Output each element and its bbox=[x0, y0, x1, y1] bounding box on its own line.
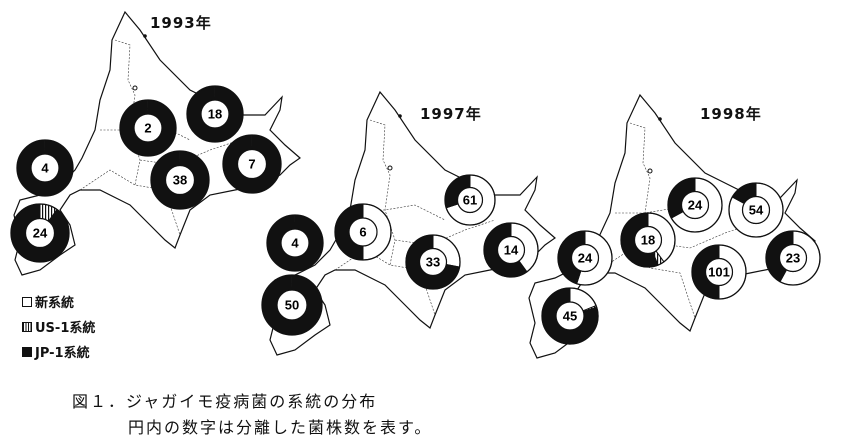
donut-outer-ring bbox=[667, 177, 723, 233]
donut-count-label: 24 bbox=[33, 226, 48, 241]
year-label-1997: 1997年 bbox=[420, 105, 482, 123]
donut-count-label: 7 bbox=[248, 157, 255, 172]
donut-count-label: 24 bbox=[578, 251, 593, 266]
donut-site: 61 bbox=[444, 174, 496, 226]
donut-segment-jp1 bbox=[16, 140, 74, 196]
donut-segment-jp1 bbox=[119, 100, 177, 156]
donut-outer-ring bbox=[10, 203, 70, 263]
donut-site: 18 bbox=[186, 85, 244, 143]
donut-outer-ring bbox=[222, 134, 282, 194]
donut-count-label: 2 bbox=[144, 121, 151, 136]
donut-count-label: 23 bbox=[786, 251, 800, 266]
donut-outer-ring bbox=[620, 212, 676, 268]
donut-segment-jp1 bbox=[222, 135, 282, 193]
donut-segment-jp1 bbox=[187, 86, 244, 143]
donut-count-label: 14 bbox=[504, 243, 519, 258]
donut-outer-ring bbox=[728, 182, 784, 238]
donut-inner-ring bbox=[164, 164, 196, 196]
legend-item-jp1: JP-1系統 bbox=[22, 342, 90, 361]
donut-inner-ring bbox=[741, 195, 771, 225]
donut-count-label: 61 bbox=[463, 193, 477, 208]
legend-label-us1: US-1系統 bbox=[35, 321, 96, 336]
donut-site: 45 bbox=[541, 287, 599, 345]
donut-inner-ring bbox=[236, 148, 268, 180]
donut-inner-ring bbox=[704, 257, 734, 287]
donut-inner-ring bbox=[456, 186, 484, 214]
donut-count-label: 45 bbox=[563, 309, 577, 324]
donut-segment-jp1 bbox=[267, 215, 324, 271]
donut-site: 24 bbox=[10, 203, 70, 263]
donut-site: 6 bbox=[334, 203, 392, 261]
donut-site: 14 bbox=[483, 222, 539, 278]
donut-count-label: 18 bbox=[641, 233, 655, 248]
donut-inner-ring bbox=[30, 153, 60, 183]
donut-outer-ring bbox=[691, 244, 747, 300]
donut-site: 4 bbox=[266, 214, 324, 272]
donut-site: 24 bbox=[667, 177, 723, 233]
year-label-1993: 1993年 bbox=[150, 14, 212, 32]
legend-swatch-jp1 bbox=[22, 346, 32, 357]
donut-outer-ring bbox=[405, 234, 461, 290]
donut-site: 50 bbox=[261, 274, 323, 336]
figure-caption-title: 図１．ジャガイモ疫病菌の系統の分布 bbox=[72, 392, 378, 411]
donut-outer-ring bbox=[483, 222, 539, 278]
legend-label-new: 新系統 bbox=[35, 296, 75, 311]
donut-site: 2 bbox=[119, 99, 177, 157]
donut-inner-ring bbox=[680, 190, 710, 220]
donut-inner-ring bbox=[570, 243, 600, 273]
donut-outer-ring bbox=[557, 230, 613, 286]
year-label-1998: 1998年 bbox=[700, 105, 762, 123]
donut-inner-ring bbox=[496, 235, 526, 265]
donut-inner-ring bbox=[778, 243, 808, 273]
donut-outer-ring bbox=[444, 174, 496, 226]
donut-count-label: 50 bbox=[285, 298, 299, 313]
donut-site: 24 bbox=[557, 230, 613, 286]
figure-caption-note: 円内の数字は分離した菌株数を表す。 bbox=[128, 418, 433, 437]
donut-site: 7 bbox=[222, 134, 282, 194]
donut-inner-ring bbox=[633, 225, 663, 255]
donut-outer-ring bbox=[150, 150, 210, 210]
legend-label-jp1: JP-1系統 bbox=[35, 346, 90, 361]
donut-inner-ring bbox=[555, 301, 585, 331]
donut-site: 4 bbox=[16, 139, 74, 197]
donut-inner-ring bbox=[200, 99, 230, 129]
donut-segment-jp1 bbox=[151, 151, 210, 209]
donut-inner-ring bbox=[418, 247, 448, 277]
donut-inner-ring bbox=[133, 113, 163, 143]
donut-site: 101 bbox=[691, 244, 747, 300]
donut-count-label: 4 bbox=[41, 161, 49, 176]
donut-outer-ring bbox=[119, 99, 177, 157]
legend-swatch-us1 bbox=[22, 321, 32, 332]
donut-count-label: 6 bbox=[359, 225, 366, 240]
donut-outer-ring bbox=[16, 139, 74, 197]
donut-inner-ring bbox=[348, 217, 378, 247]
donut-site: 54 bbox=[728, 182, 784, 238]
donut-count-label: 54 bbox=[749, 203, 764, 218]
donut-count-label: 18 bbox=[208, 107, 222, 122]
donut-outer-ring bbox=[186, 85, 244, 143]
donut-inner-ring bbox=[24, 217, 56, 249]
donut-outer-ring bbox=[765, 230, 821, 286]
donut-site: 18 bbox=[620, 212, 676, 268]
donut-inner-ring bbox=[280, 228, 310, 258]
donut-outer-ring bbox=[261, 274, 323, 336]
legend-item-us1: US-1系統 bbox=[22, 317, 95, 336]
donut-count-label: 101 bbox=[708, 265, 730, 280]
donut-count-label: 4 bbox=[291, 236, 299, 251]
donut-site: 23 bbox=[765, 230, 821, 286]
donut-segment-jp1 bbox=[261, 275, 323, 335]
donut-count-label: 38 bbox=[173, 173, 187, 188]
donut-outer-ring bbox=[266, 214, 324, 272]
donut-outer-ring bbox=[541, 287, 599, 345]
legend-item-new: 新系統 bbox=[22, 292, 74, 311]
donut-site: 33 bbox=[405, 234, 461, 290]
legend-swatch-new bbox=[22, 296, 32, 307]
donut-site: 38 bbox=[150, 150, 210, 210]
donut-outer-ring bbox=[334, 203, 392, 261]
donut-count-label: 24 bbox=[688, 198, 703, 213]
donut-inner-ring bbox=[276, 289, 308, 321]
donut-count-label: 33 bbox=[426, 255, 440, 270]
